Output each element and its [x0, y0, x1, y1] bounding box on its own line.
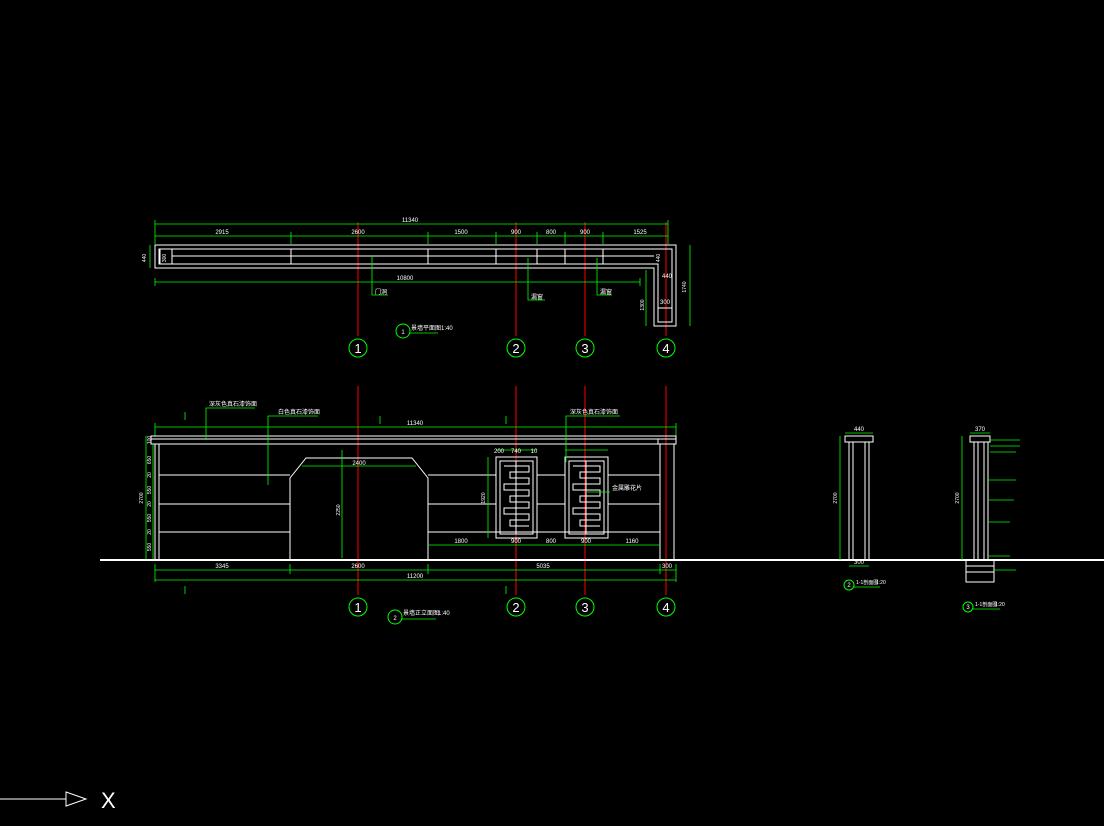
plan-overall-dim: 11340: [402, 218, 419, 224]
section-b-bottom: 300: [854, 560, 865, 566]
section-c-title: 3 1-1剖面图 1:20: [962, 601, 1005, 613]
elev-inner-dim-4: 900: [581, 539, 592, 545]
ucs-x-axis-icon: [0, 791, 88, 807]
elev-left-seg-7: 20: [147, 529, 153, 535]
axis-bubbles-top: 1 2 3 4: [348, 338, 676, 358]
plan-right-dim-1: 440: [656, 254, 662, 263]
elev-left-seg-8: 550: [147, 543, 153, 552]
ucs-x-label: X: [101, 788, 116, 813]
elev-cap[interactable]: [150, 435, 677, 445]
axis-bubble-4-top: 4: [662, 341, 669, 356]
elev-inner-dim-5: 1160: [626, 539, 640, 545]
elev-left-seg-5: 20: [147, 501, 153, 507]
elev-left-seg-3: 20: [147, 472, 153, 478]
svg-text:2: 2: [847, 583, 851, 589]
plan-right-dim-3: 1300: [640, 299, 646, 310]
elev-arch-door[interactable]: [289, 457, 429, 560]
elev-window-w2: 740: [511, 449, 522, 455]
elev-left-seg-2: 650: [147, 456, 153, 465]
elev-window-height: 1920: [481, 492, 487, 503]
section-c-total: 2700: [955, 492, 961, 503]
svg-text:1:20: 1:20: [995, 602, 1005, 608]
axis-bubbles-bottom: 1 2 3 4: [348, 597, 676, 617]
plan-right-total: 1740: [682, 281, 688, 292]
svg-text:1-1剖面图: 1-1剖面图: [856, 579, 878, 586]
elevation-view[interactable]: 11340: [139, 400, 677, 625]
elev-bottom-overall: 11200: [407, 574, 424, 580]
svg-text:1:40: 1:40: [441, 326, 453, 332]
elev-note-1: 深灰色真石漆饰面: [209, 400, 257, 408]
elev-bottom-seg-1: 3345: [215, 564, 229, 570]
plan-seg-7: 1525: [633, 230, 647, 236]
plan-seg-4: 900: [511, 230, 522, 236]
elev-bottom-seg-3: 5035: [536, 564, 550, 570]
svg-text:景墙平面图: 景墙平面图: [411, 324, 441, 332]
elev-left-seg-1: 100: [147, 436, 153, 445]
svg-text:2: 2: [393, 616, 397, 622]
plan-seg-5: 800: [546, 230, 557, 236]
axis-bubble-4-bottom: 4: [662, 600, 669, 615]
plan-seg-1: 2915: [215, 230, 229, 236]
plan-callout-window-1: 漏窗: [531, 293, 543, 301]
plan-seg-6: 900: [580, 230, 591, 236]
elev-left-seg-4: 550: [147, 486, 153, 495]
elev-note-2: 白色真石漆饰面: [278, 408, 320, 416]
elev-title: 2 景墙正立面图 1:40: [387, 609, 450, 625]
elev-left-seg-6: 550: [147, 514, 153, 523]
elev-inner-dim-3: 800: [546, 539, 557, 545]
elev-window-right[interactable]: [564, 456, 609, 539]
section-c-view[interactable]: 370 2700 3 1-1剖面图 1:20: [955, 427, 1020, 613]
axis-bubble-2-top: 2: [512, 341, 519, 356]
section-c-top: 370: [975, 427, 986, 433]
plan-seg-2: 2600: [351, 230, 365, 236]
elev-arch-height: 2250: [336, 504, 342, 515]
axis-bubble-1-top: 1: [354, 341, 361, 356]
plan-inner-dim: 10800: [397, 276, 414, 282]
svg-text:1-1剖面图: 1-1剖面图: [975, 601, 997, 608]
section-b-total: 2700: [833, 492, 839, 503]
plan-left-small: 300: [162, 254, 168, 263]
svg-text:3: 3: [966, 605, 970, 611]
elev-window-w3: 10: [531, 449, 538, 455]
plan-callout-window-2: 漏窗: [600, 288, 612, 296]
section-b-title: 2 1-1剖面图 1:20: [843, 579, 886, 591]
plan-callout-door: 门洞: [375, 288, 387, 296]
elev-inner-dim-2: 900: [511, 539, 522, 545]
elev-bottom-seg-2: 2600: [351, 564, 365, 570]
svg-text:景墙正立面图: 景墙正立面图: [403, 609, 439, 617]
plan-wall-outline[interactable]: [154, 244, 677, 327]
elev-top-overall: 11340: [407, 421, 424, 427]
elev-arch-width: 2400: [352, 461, 366, 467]
svg-text:1:20: 1:20: [876, 580, 886, 586]
elev-bottom-seg-4: 300: [662, 564, 673, 570]
elev-note-4: 金属雕花片: [612, 484, 642, 492]
axis-bubble-3-top: 3: [581, 341, 588, 356]
plan-left-height: 440: [142, 254, 148, 263]
section-b-view[interactable]: 440 2700 300 2 1-1剖面图 1:20: [833, 427, 886, 591]
elev-note-3: 深灰色真石漆饰面: [570, 408, 618, 416]
plan-seg-3: 1500: [454, 230, 468, 236]
plan-title: 1 景墙平面图 1:40: [395, 323, 453, 339]
plan-right-dim-4: 300: [660, 300, 671, 306]
plan-right-dim-2: 440: [662, 274, 673, 280]
elev-window-left[interactable]: [495, 456, 538, 539]
axis-bubble-2-bottom: 2: [512, 600, 519, 615]
section-b-top: 440: [854, 427, 865, 433]
axis-bubble-3-bottom: 3: [581, 600, 588, 615]
axis-bubble-1-bottom: 1: [354, 600, 361, 615]
elev-window-w1: 200: [494, 449, 505, 455]
svg-text:1: 1: [401, 330, 405, 336]
elev-inner-dim-1: 1800: [454, 539, 468, 545]
elev-left-total: 2700: [139, 492, 145, 503]
svg-text:1:40: 1:40: [438, 611, 450, 617]
plan-view[interactable]: 11340 2915 2600 1500 900 800 900 1525 10…: [142, 218, 691, 339]
